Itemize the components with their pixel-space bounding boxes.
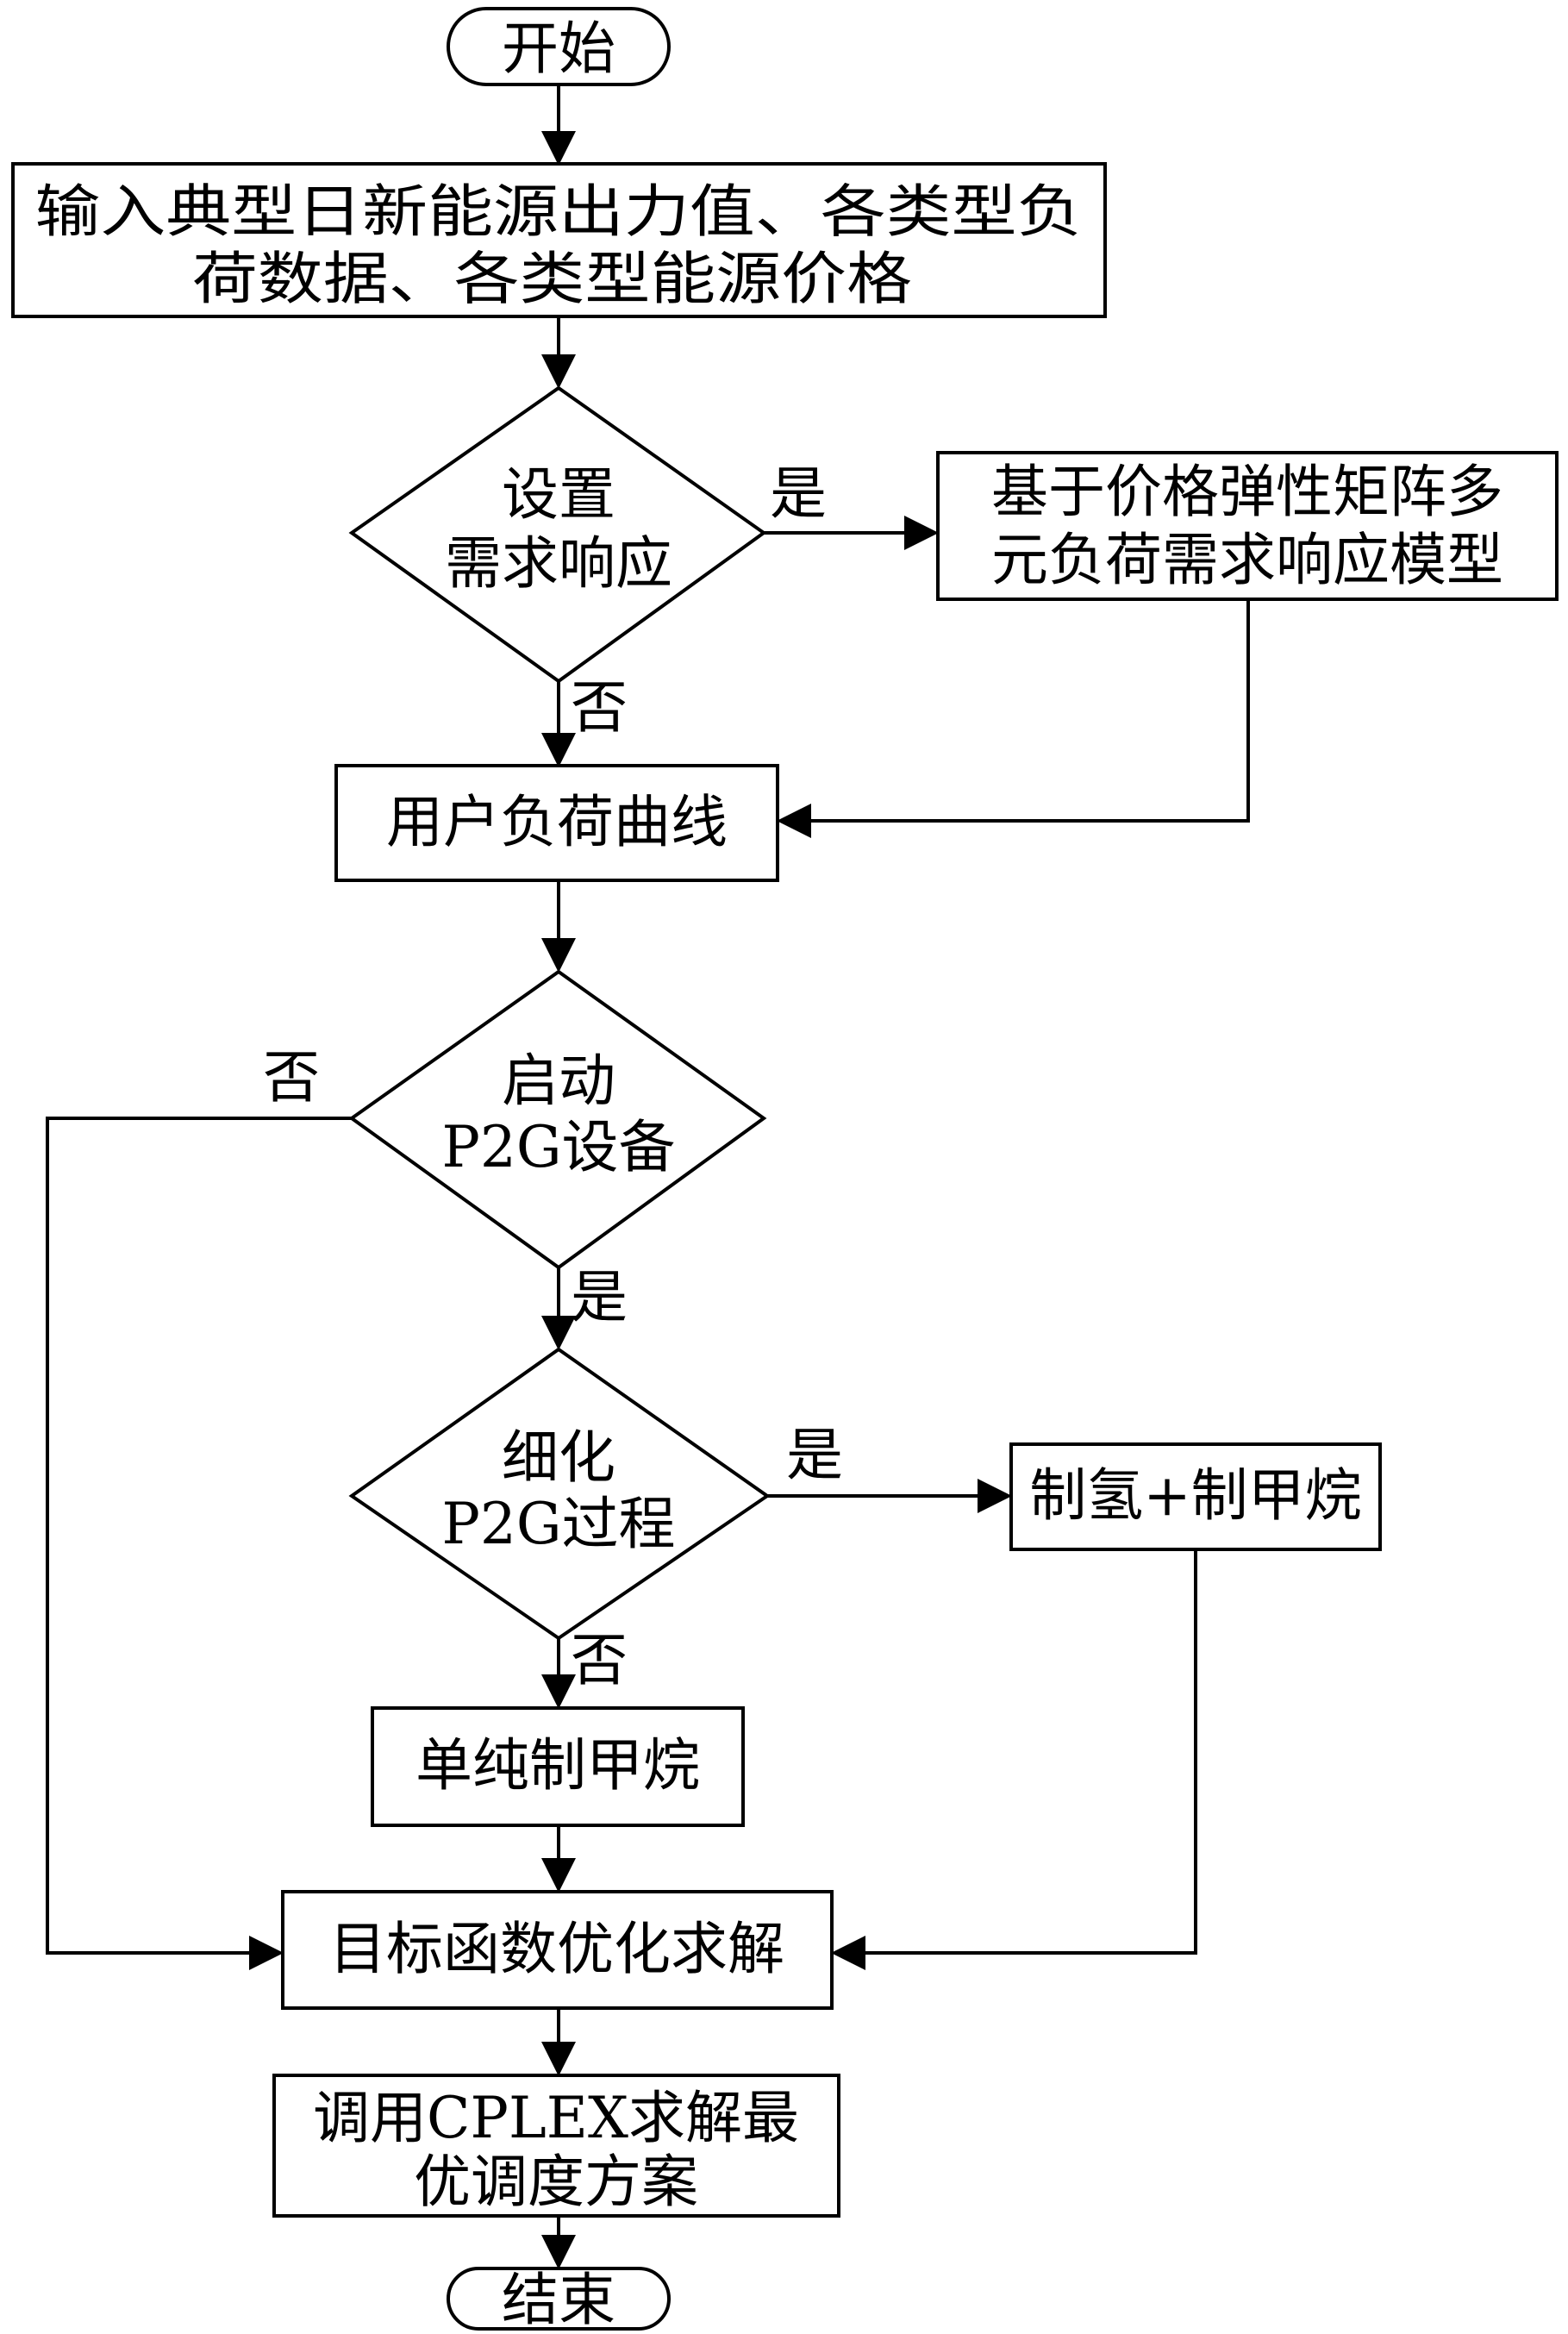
objective-process: 目标函数优化求解 [281,1890,834,2010]
cplex-process: 调用CPLEX求解最 优调度方案 [272,2074,840,2218]
demand-response-model-line2: 元负荷需求响应模型 [991,527,1503,593]
edge-label-refine-no: 否 [571,1627,628,1693]
p2g-refine-label-line1: 细化 [502,1424,615,1491]
demand-response-decision: 设置 需求响应 [348,385,767,684]
p2g-refine-label-line2: P2G过程 [441,1491,675,1557]
methane-only-label: 单纯制甲烷 [415,1732,700,1799]
start-label: 开始 [502,16,615,82]
edge-label-dr-no: 否 [571,674,628,741]
input-label-line1: 输入典型日新能源出力值、各类型负 [35,178,1083,245]
demand-response-model: 基于价格弹性矩阵多 元负荷需求响应模型 [936,451,1559,601]
objective-label: 目标函数优化求解 [329,1916,784,1982]
edge-drmodel-loadcurve [777,599,1250,838]
p2g-start-label-line1: 启动 [502,1048,615,1114]
edge-label-refine-yes: 是 [786,1422,843,1488]
cplex-label-line2: 优调度方案 [414,2149,698,2215]
edge-label-dr-yes: 是 [770,460,827,527]
demand-response-label-line1: 设置 [502,461,615,528]
h2-methane-process: 制氢+制甲烷 [1009,1442,1382,1551]
input-label-line2: 荷数据、各类型能源价格 [192,246,912,312]
demand-response-label-line2: 需求响应 [445,530,672,597]
h2-methane-label: 制氢+制甲烷 [1029,1462,1361,1529]
cplex-label-line1: 调用CPLEX求解最 [313,2085,799,2151]
p2g-refine-decision: 细化 P2G过程 [348,1347,771,1641]
start-node: 开始 [447,7,671,86]
edge-h2methane-objective [831,1549,1197,1970]
edge-label-p2g-no: 否 [263,1044,320,1111]
p2g-start-decision: 启动 P2G设备 [348,969,767,1270]
edge-label-p2g-yes: 是 [571,1264,628,1330]
edge-p2g-no [46,1117,352,1970]
load-curve-label: 用户负荷曲线 [386,789,728,855]
end-label: 结束 [502,2267,615,2333]
load-curve-process: 用户负荷曲线 [334,764,779,882]
input-process: 输入典型日新能源出力值、各类型负 荷数据、各类型能源价格 [11,162,1107,318]
methane-only-process: 单纯制甲烷 [371,1706,745,1827]
p2g-start-label-line2: P2G设备 [441,1114,675,1180]
end-node: 结束 [447,2267,671,2333]
demand-response-model-line1: 基于价格弹性矩阵多 [991,459,1503,525]
